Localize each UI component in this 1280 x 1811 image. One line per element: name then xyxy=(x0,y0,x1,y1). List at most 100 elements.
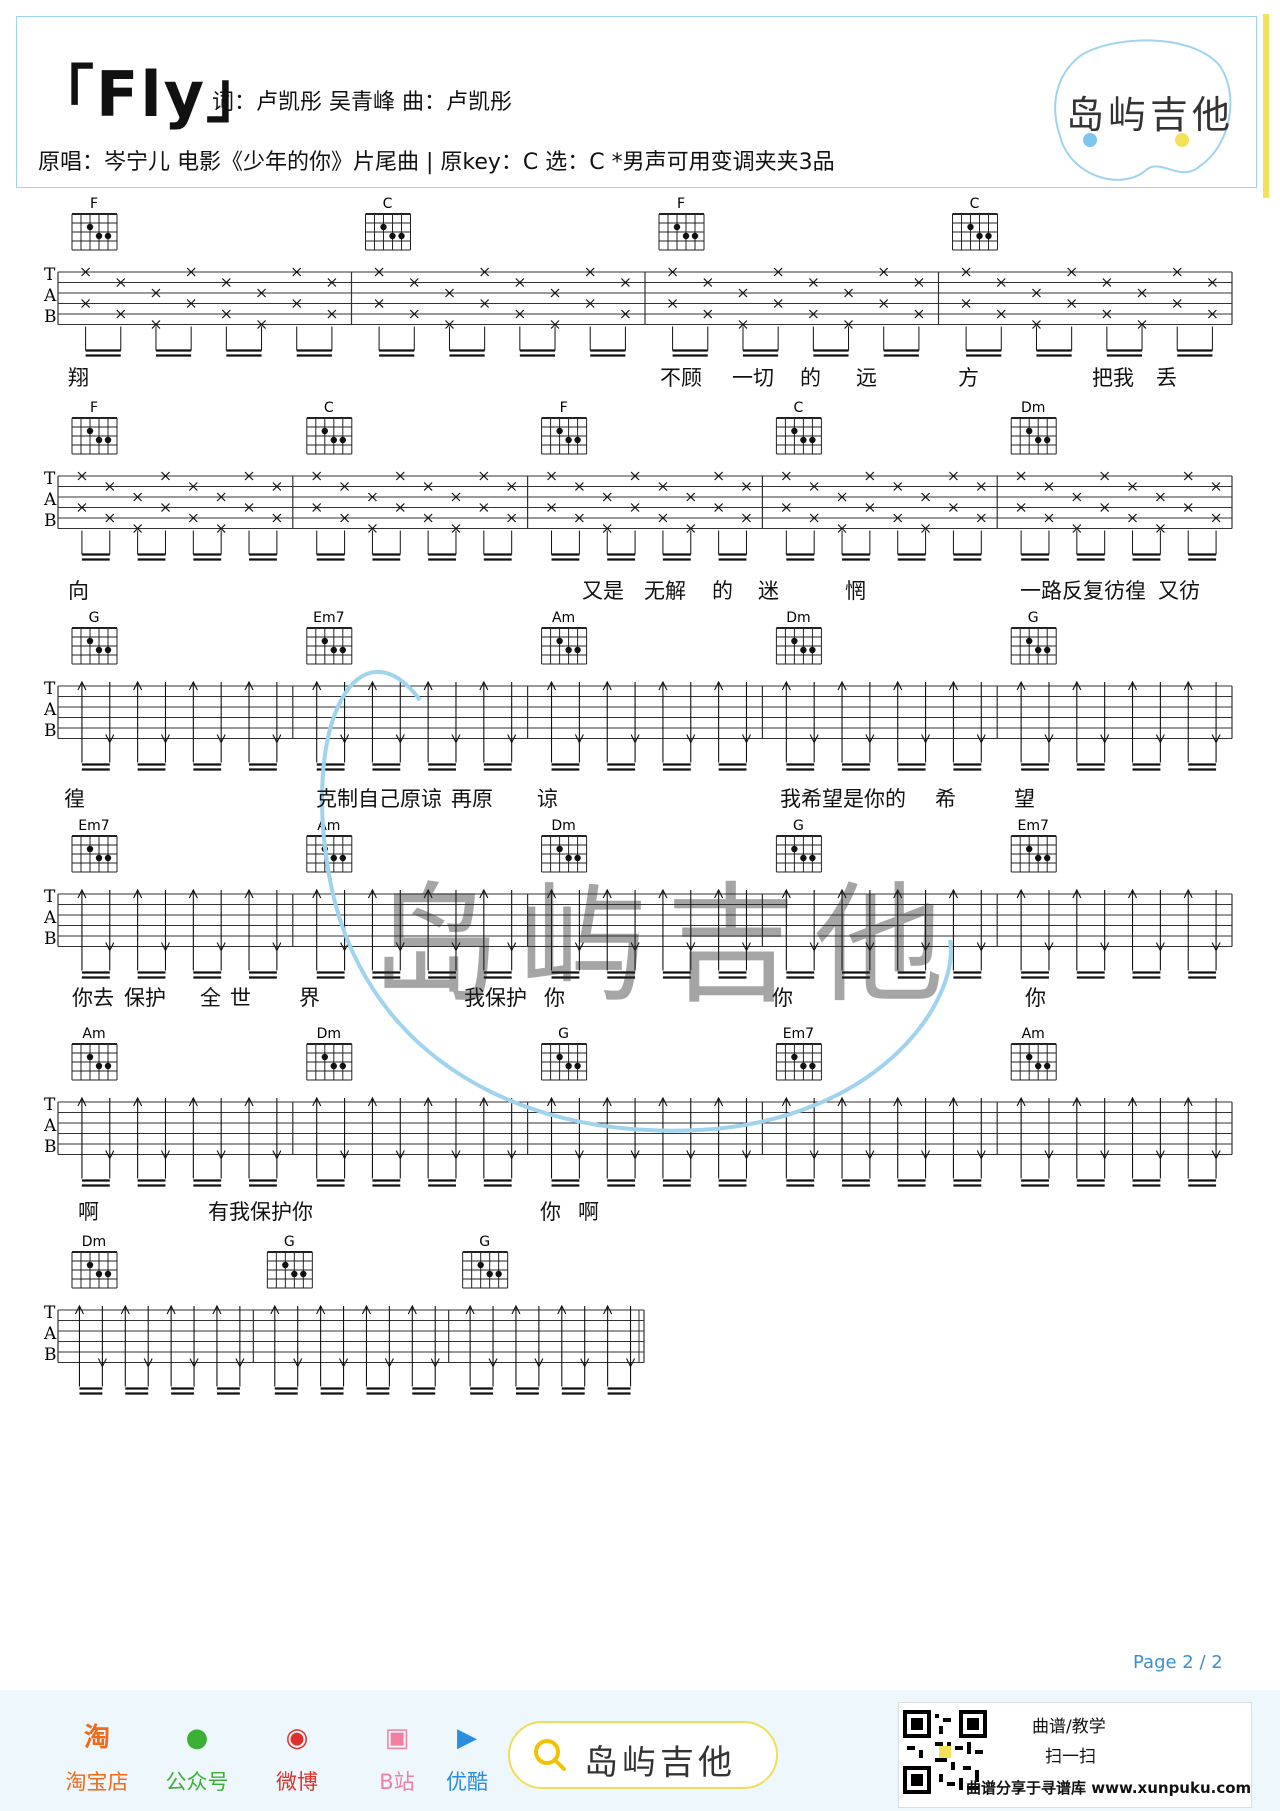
chord-name: Dm xyxy=(1021,400,1045,416)
header-accent-bar xyxy=(1263,14,1269,198)
lyric-text: 的 xyxy=(712,579,733,603)
tab-clef-letter: A xyxy=(43,1116,57,1136)
social-link-weibo[interactable]: ◉ 微博 xyxy=(257,1718,337,1796)
lyric-text: 界 xyxy=(299,986,320,1010)
page-number: Page 2 / 2 xyxy=(1133,1652,1223,1673)
chord-diagram: G xyxy=(775,818,822,873)
chord-name: Dm xyxy=(551,818,575,834)
tab-clef-letter: B xyxy=(44,721,57,741)
chord-diagram: Em7 xyxy=(1010,818,1057,873)
chord-diagram: Em7 xyxy=(306,610,353,665)
chord-diagram: G xyxy=(541,1026,588,1081)
tab-clef-letter: A xyxy=(43,1324,57,1344)
lyric-text: 一切 xyxy=(732,366,774,390)
chord-name: F xyxy=(90,196,98,212)
lyric-text: 翔 xyxy=(68,366,89,390)
tab-system: TAB Am Dm G Em7 Am xyxy=(43,1026,1233,1187)
lyric-text: 全 xyxy=(200,986,221,1010)
search-pill[interactable]: 岛屿吉他 xyxy=(508,1721,778,1789)
lyric-text: 一路反复彷徨 xyxy=(1020,579,1146,603)
lyric-text: 迷 xyxy=(758,579,779,603)
chord-diagram: F xyxy=(71,400,118,455)
chord-diagram: Dm xyxy=(306,1026,353,1081)
qr-site-text: 曲谱分享于寻谱库 www.xunpuku.com xyxy=(966,1779,1252,1797)
chord-name: Dm xyxy=(82,1234,106,1250)
lyric-text: 你 xyxy=(1025,986,1046,1010)
lyric-text: 保护 xyxy=(124,986,166,1010)
lyric-text: 我希望是你的 xyxy=(780,787,906,811)
chord-name: Em7 xyxy=(78,818,109,834)
chord-name: C xyxy=(383,196,393,212)
chord-name: G xyxy=(89,610,100,626)
tab-clef-letter: A xyxy=(43,700,57,720)
chord-diagram: Am xyxy=(306,818,353,873)
social-link-taobao[interactable]: 淘淘宝店 xyxy=(57,1718,137,1796)
chord-name: C xyxy=(794,400,804,416)
qr-subtitle: 扫一扫 xyxy=(1045,1747,1096,1767)
tab-clef-letter: B xyxy=(44,511,57,531)
lyric-text: 谅 xyxy=(537,787,558,811)
lyric-text: 你 xyxy=(544,986,565,1010)
chord-name: F xyxy=(677,196,685,212)
chord-diagram: G xyxy=(266,1234,313,1289)
lyric-text: 世 xyxy=(230,986,251,1010)
lyric-text: 又彷 xyxy=(1158,579,1200,603)
lyric-text: 啊 xyxy=(578,1200,599,1224)
lyric-text: 你去 xyxy=(72,986,114,1010)
chord-diagram: C xyxy=(775,400,822,455)
chord-diagram: Em7 xyxy=(71,818,118,873)
tab-clef-letter: T xyxy=(44,1095,56,1115)
chord-name: Dm xyxy=(317,1026,341,1042)
lyric-text: 徨 xyxy=(64,787,85,811)
chord-diagram: Dm xyxy=(1010,400,1057,455)
chord-diagram: G xyxy=(462,1234,509,1289)
social-label: 微博 xyxy=(276,1770,318,1794)
lyric-text: 无解 xyxy=(644,579,686,603)
lyric-text: 望 xyxy=(1014,787,1035,811)
social-label: 优酷 xyxy=(446,1770,488,1794)
chord-name: G xyxy=(1028,610,1039,626)
chord-name: C xyxy=(970,196,980,212)
tab-clef-letter: T xyxy=(44,265,56,285)
chord-name: Am xyxy=(552,610,575,626)
tab-clef-letter: B xyxy=(44,1137,57,1157)
chord-name: Em7 xyxy=(313,610,344,626)
lyric-text: 方 xyxy=(958,366,979,390)
lyric-text: 不顾 xyxy=(660,366,702,390)
chord-name: Dm xyxy=(786,610,810,626)
chord-name: G xyxy=(558,1026,569,1042)
social-link-youku[interactable]: ▶优酷 xyxy=(427,1718,507,1796)
qr-code-icon[interactable] xyxy=(903,1710,987,1794)
chord-name: G xyxy=(284,1234,295,1250)
chord-diagram: C xyxy=(952,196,998,251)
tab-clef-letter: T xyxy=(44,1303,56,1323)
tab-clef-letter: B xyxy=(44,1345,57,1365)
chord-name: Am xyxy=(1022,1026,1045,1042)
lyric-text: 又是 xyxy=(582,579,624,603)
tab-clef-letter: B xyxy=(44,929,57,949)
bilibili-icon: ▣ xyxy=(384,1723,410,1753)
tab-system: TAB Dm G G xyxy=(43,1234,645,1395)
tab-clef-letter: A xyxy=(43,490,57,510)
chord-diagram: F xyxy=(71,196,118,251)
social-link-bilibili[interactable]: ▣B站 xyxy=(357,1718,437,1796)
qr-title: 曲谱/教学 xyxy=(1032,1717,1106,1737)
chord-diagram: Dm xyxy=(541,818,588,873)
chord-diagram: Dm xyxy=(71,1234,118,1289)
chord-name: F xyxy=(560,400,568,416)
social-link-wechat[interactable]: ●公众号 xyxy=(157,1718,237,1796)
chord-name: F xyxy=(90,400,98,416)
song-info: 原唱：岑宁儿 电影《少年的你》片尾曲 | 原key：C 选：C *男声可用变调夹… xyxy=(38,150,835,175)
weibo-icon: ◉ xyxy=(285,1723,309,1753)
chord-diagram: C xyxy=(365,196,411,251)
tab-clef-letter: A xyxy=(43,908,57,928)
wechat-icon: ● xyxy=(185,1723,209,1753)
chord-name: Em7 xyxy=(783,1026,814,1042)
lyric-text: 啊 xyxy=(78,1200,99,1224)
chord-diagram: Am xyxy=(71,1026,118,1081)
lyric-text: 克制自己原谅 xyxy=(316,787,442,811)
lyric-text: 我保护 xyxy=(464,986,527,1010)
